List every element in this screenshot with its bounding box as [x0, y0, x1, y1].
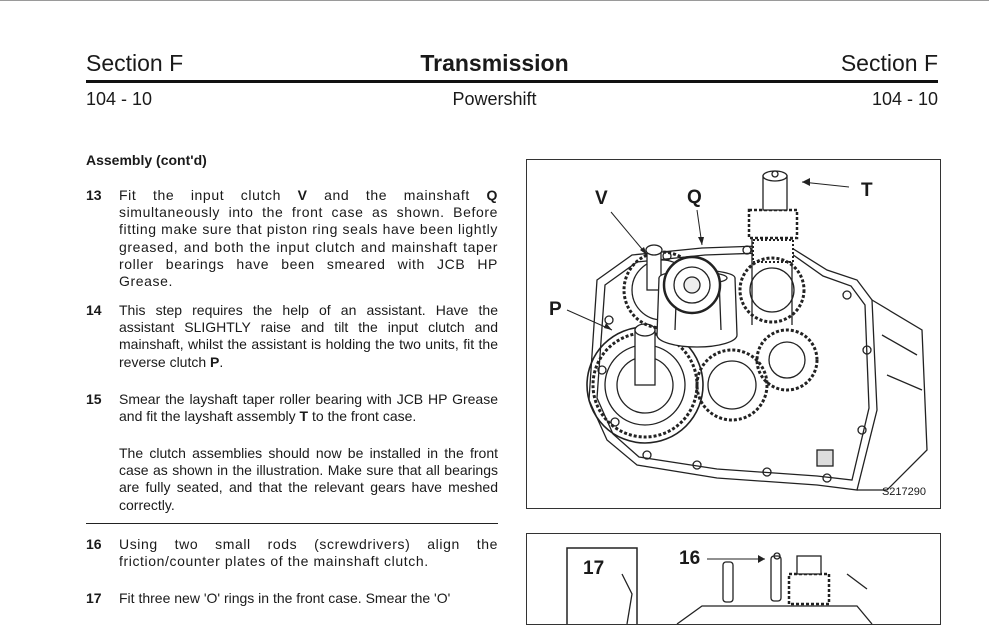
gear-assembly-drawing [566, 170, 928, 491]
step-number: 13 [86, 187, 102, 203]
top-border-line [0, 0, 989, 1]
page-number-right: 104 - 10 [871, 89, 938, 109]
step-17: 17 Fit three new 'O' rings in the front … [86, 590, 498, 607]
section-label-left: Section F [86, 50, 184, 76]
installation-note: The clutch assemblies should now be inst… [119, 445, 498, 513]
callout-p: P [549, 299, 562, 320]
callout-16: 16 [679, 548, 701, 569]
figure-reference: S217290 [881, 486, 926, 498]
callout-17: 17 [583, 558, 605, 579]
callout-q: Q [687, 187, 702, 208]
step-13: 13 Fit the input clutch V and the mainsh… [86, 187, 498, 290]
step-15: 15 Smear the layshaft taper roller beari… [86, 391, 498, 425]
page-number-left: 104 - 10 [86, 89, 153, 109]
step-16: 16 Using two small rods (screwdrivers) a… [86, 536, 498, 570]
step-text: Using two small rods (screwdrivers) alig… [119, 536, 498, 570]
step-text: Smear the layshaft taper roller bearing … [119, 391, 498, 425]
section-label-right: Section F [840, 50, 938, 76]
step-number: 17 [86, 590, 102, 606]
step-number: 15 [86, 391, 102, 407]
step-text: Fit three new 'O' rings in the front cas… [119, 590, 451, 606]
page-subtitle: Powershift [452, 89, 537, 109]
page-title: Transmission [420, 50, 569, 76]
step-number: 16 [86, 536, 102, 552]
callout-v: V [595, 188, 608, 209]
step-text: Fit the input clutch V and the mainshaft… [119, 187, 498, 290]
step-text: This step requires the help of an assist… [119, 302, 498, 370]
section-divider [86, 523, 498, 524]
clutch-alignment-illustration: 17 16 [526, 533, 941, 625]
header-rule [86, 80, 938, 83]
callout-t: T [861, 180, 873, 201]
transmission-illustration: V Q T P S217290 [526, 159, 941, 509]
step-14: 14 This step requires the help of an ass… [86, 302, 498, 371]
assembly-heading: Assembly (cont'd) [86, 152, 207, 168]
step-number: 14 [86, 302, 102, 318]
